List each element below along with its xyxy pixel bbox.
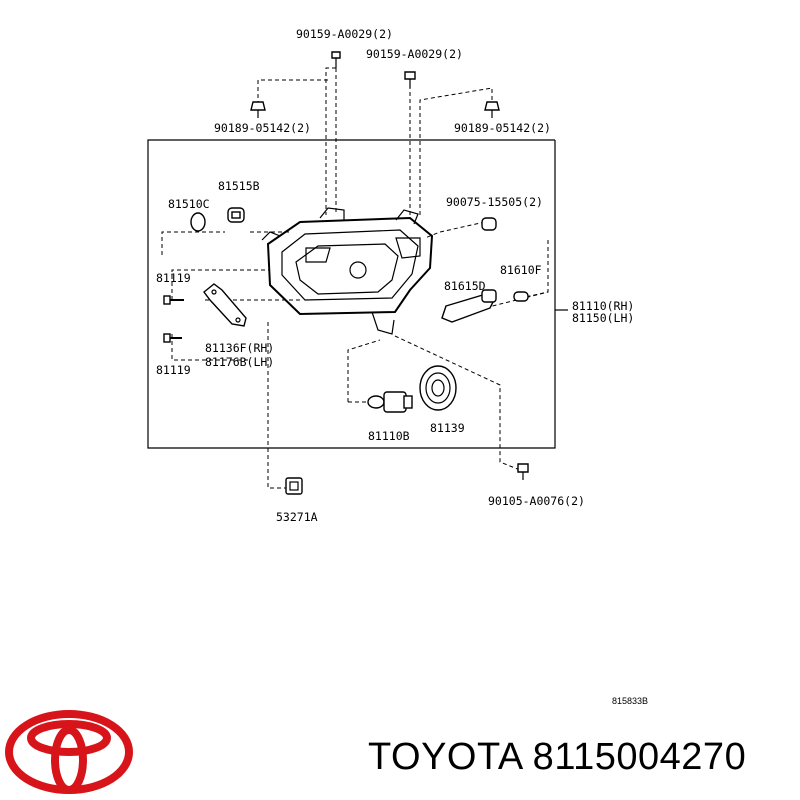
label-clip-left: 90189-05142(2) (214, 121, 311, 135)
head-bulb-icon (367, 391, 413, 413)
label-screw-lower: 81119 (156, 363, 191, 377)
label-bulb-side: 81515B (218, 179, 260, 193)
label-grommet: 90075-15505(2) (446, 195, 543, 209)
assembly-frame (147, 139, 556, 449)
label-screw-upper: 81119 (156, 271, 191, 285)
reference-code: 815833B (612, 696, 648, 706)
screw-top-right-icon (404, 71, 416, 88)
label-bracket-rh: 81136F(RH) (205, 341, 274, 355)
label-bulb-marker: 81610F (500, 263, 542, 277)
socket-side-icon (190, 212, 206, 232)
label-screw-top-left: 90159-A0029(2) (296, 27, 393, 41)
screw-top-left-icon (331, 51, 341, 68)
screw-bottom-icon (517, 463, 529, 480)
grommet-icon (481, 217, 497, 231)
label-screw-bottom: 90105-A0076(2) (488, 494, 585, 508)
label-socket-marker: 81615D (444, 279, 486, 293)
label-assembly: 81110(RH) 81150(LH) (572, 299, 641, 325)
label-connector: 53271A (276, 510, 318, 524)
label-dust-cap: 81139 (430, 421, 465, 435)
brand-part-number: TOYOTA 8115004270 (368, 736, 747, 778)
toyota-logo (5, 710, 133, 794)
connector-icon (285, 477, 303, 495)
label-head-bulb: 81110B (368, 429, 410, 443)
label-assembly-lh: 81150(LH) (572, 311, 634, 325)
screw-lower-icon (163, 333, 182, 343)
label-bracket-lh: 81176B(LH) (205, 355, 274, 369)
logo-inner-horizontal-ellipse (27, 720, 111, 756)
label-screw-top-right: 90159-A0029(2) (366, 47, 463, 61)
bulb-side-icon (227, 207, 245, 223)
headlamp-housing (261, 207, 434, 335)
marker-socket-icon (441, 289, 497, 323)
bracket-icon (203, 283, 247, 327)
label-socket-side: 81510C (168, 197, 210, 211)
label-clip-right: 90189-05142(2) (454, 121, 551, 135)
clip-right-icon (484, 101, 500, 118)
marker-bulb-icon (513, 291, 529, 302)
label-assembly-rh: 81110(RH) (572, 299, 634, 313)
dust-cap-icon (419, 365, 457, 411)
clip-left-icon (250, 101, 266, 118)
label-bracket: 81136F(RH) 81176B(LH) (205, 341, 281, 369)
screw-upper-icon (163, 295, 184, 305)
logo-inner-vertical-ellipse (51, 726, 87, 794)
